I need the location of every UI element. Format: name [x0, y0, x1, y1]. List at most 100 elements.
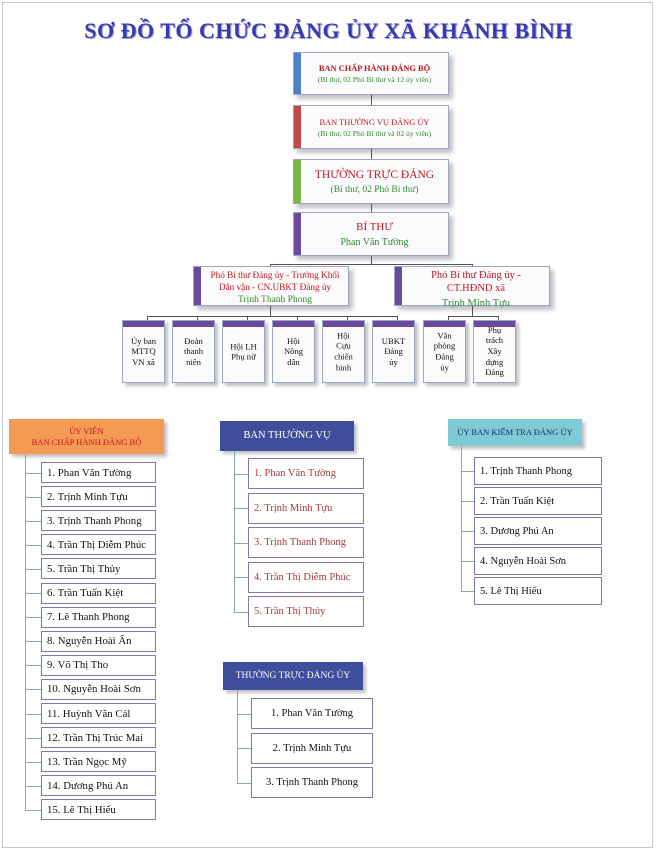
connector	[247, 316, 248, 320]
connector	[371, 204, 372, 212]
uy-vien-item: 3. Trịnh Thanh Phong	[41, 510, 156, 532]
thuong-truc-sub: (Bí thư, 02 Phó Bí thư)	[330, 185, 419, 196]
unit-box-label-line: ủy	[440, 362, 449, 373]
unit-box-label-line: Hội LH	[230, 340, 257, 351]
thuong-truc-box: THƯỜNG TRỰC ĐẢNG (Bí thư, 02 Phó Bí thư)	[293, 159, 449, 204]
unit-box-label-line: Đảng	[384, 346, 403, 357]
unit-box-label-line: Xây	[487, 346, 502, 357]
ubkt-item: 1. Trịnh Thanh Phong	[474, 457, 602, 485]
tree-branch	[25, 544, 41, 546]
ubkt-item: 2. Trần Tuấn Kiệt	[474, 487, 602, 515]
uy-vien-item: 13. Trần Ngọc Mỹ	[41, 751, 156, 773]
thuong-truc-item: 3. Trịnh Thanh Phong	[251, 767, 373, 798]
unit-box-label-line: Đoàn	[184, 335, 203, 346]
tree-branch	[461, 501, 474, 502]
connector	[347, 316, 348, 320]
pbt2-line1: Phó Bí thư Đảng ủy -	[431, 270, 521, 281]
box-accent	[294, 213, 301, 255]
pbt2-line2: CT.HĐND xã	[446, 283, 506, 295]
unit-box-label-line: thanh	[183, 346, 204, 357]
unit-box-accent	[223, 321, 264, 327]
bi-thu-title: BÍ THƯ	[356, 221, 393, 233]
connector	[448, 316, 498, 317]
tree-branch	[461, 471, 474, 472]
box-accent	[395, 267, 402, 305]
uy-vien-item: 12. Trần Thị Trúc Mai	[41, 727, 156, 749]
pbt1-line1: Phó Bí thư Đảng ủy - Trưởng Khối	[210, 270, 340, 280]
connector	[498, 316, 499, 320]
bi-thu-box: BÍ THƯ Phan Văn Tường	[293, 212, 449, 256]
bch-box: BAN CHẤP HÀNH ĐẢNG BỘ (Bí thư, 02 Phó Bí…	[293, 52, 449, 95]
bch-sub: (Bí thư, 02 Phó Bí thư và 12 ủy viên)	[317, 74, 432, 84]
unit-box-label-line: Hội	[287, 335, 300, 346]
box-accent	[294, 160, 301, 203]
tree-line	[25, 454, 26, 810]
uy-vien-item: 14. Dương Phú An	[41, 775, 156, 797]
thuong-truc-list-header: THƯỜNG TRỰC ĐẢNG ỦY	[223, 662, 363, 690]
btv-item: 3. Trịnh Thanh Phong	[248, 527, 364, 559]
connector	[270, 264, 472, 265]
unit-box-accent	[474, 321, 515, 327]
thuong-truc-title: THƯỜNG TRỰC ĐẢNG	[314, 169, 435, 181]
connector	[371, 256, 372, 264]
ubkt-item: 3. Dương Phú An	[474, 517, 602, 545]
tree-branch	[237, 748, 251, 749]
uy-vien-header-line1: ỦY VIÊN	[69, 426, 104, 436]
connector	[448, 316, 449, 320]
unit-box-label-line: dân	[287, 356, 300, 367]
unit-box-label-line: Phụ nữ	[231, 351, 256, 362]
unit-box-label-line: MTTQ	[131, 346, 156, 357]
unit-box-accent	[424, 321, 465, 327]
btv-item: 4. Trần Thị Diễm Phúc	[248, 561, 364, 593]
uy-vien-item: 2. Trịnh Minh Tựu	[41, 486, 156, 508]
bi-thu-name: Phan Văn Tường	[340, 236, 409, 248]
connector	[371, 149, 372, 159]
connector	[197, 316, 198, 320]
tree-branch	[25, 665, 41, 667]
unit-box-accent	[123, 321, 164, 327]
ubkt-list-header: ỦY BAN KIỂM TRA ĐẢNG ỦY	[448, 419, 582, 446]
unit-box-label-line: phòng	[433, 340, 456, 351]
connector	[397, 316, 398, 320]
connector	[147, 316, 148, 320]
tree-branch	[25, 761, 41, 763]
uy-vien-item: 7. Lê Thanh Phong	[41, 606, 156, 628]
tree-line	[234, 451, 235, 612]
unit-box-label-line: dựng	[485, 356, 504, 367]
ubkt-item: 5. Lê Thị Hiếu	[474, 577, 602, 605]
tree-branch	[461, 561, 474, 562]
tree-branch	[461, 591, 474, 592]
tree-branch	[461, 531, 474, 532]
unit-box-label-line: Nông	[283, 346, 304, 357]
unit-box-accent	[273, 321, 314, 327]
connector	[371, 95, 372, 105]
unit-box-accent	[323, 321, 364, 327]
tree-branch	[234, 577, 248, 579]
tree-branch	[25, 568, 41, 570]
uy-vien-item: 6. Trần Tuấn Kiệt	[41, 582, 156, 604]
unit-box-label-line: Hội	[337, 330, 350, 341]
uy-vien-item: 1. Phan Văn Tường	[41, 462, 156, 483]
uy-vien-item: 15. Lê Thị Hiếu	[41, 799, 156, 821]
uy-vien-item: 9. Võ Thị Tho	[41, 654, 156, 676]
tree-branch	[237, 713, 251, 715]
connector	[270, 306, 271, 316]
tree-branch	[234, 611, 248, 613]
unit-box-label-line: VN xã	[132, 356, 155, 367]
unit-box-label-line: chiến	[334, 351, 353, 362]
uy-vien-item: 8. Nguyễn Hoài Ân	[41, 630, 156, 652]
unit-box-label-line: UBKT	[381, 335, 406, 346]
uy-vien-item: 4. Trần Thị Diễm Phúc	[41, 534, 156, 556]
